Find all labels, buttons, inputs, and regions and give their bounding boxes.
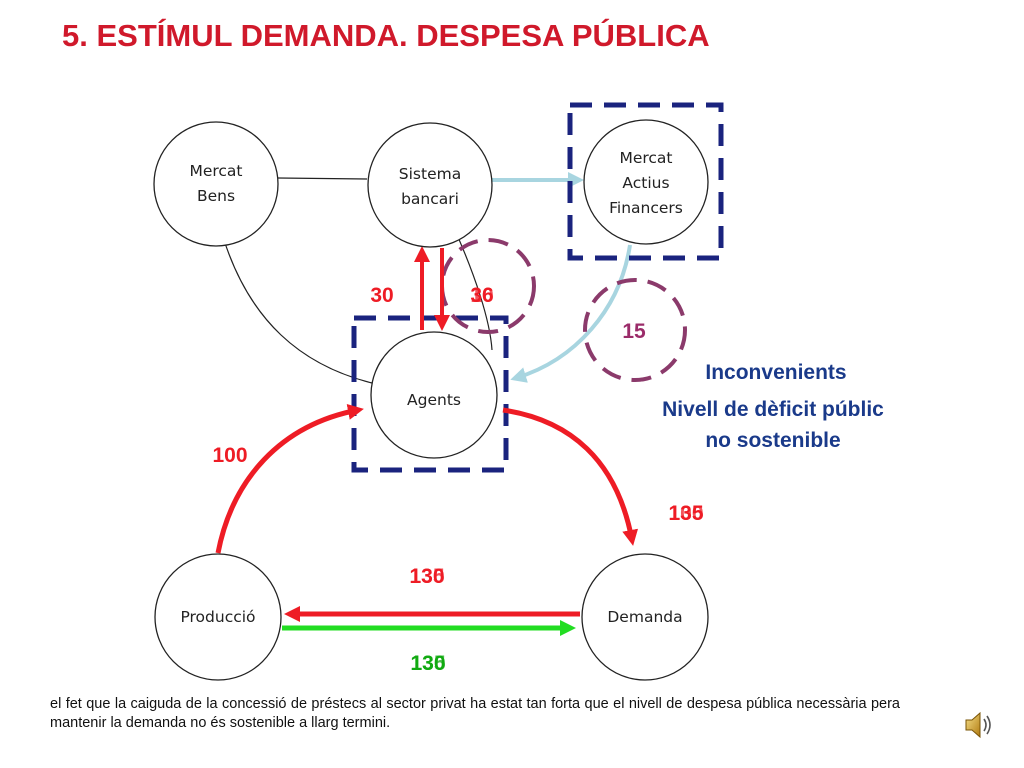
node-label: Demanda [607,608,682,626]
node-label: Agents [407,391,461,409]
flow-produccio-to-agents [215,404,364,554]
value-financial-assets: 15 [622,320,646,343]
value-credit-down: 36 [470,284,493,307]
dashed-highlight-credit-down [440,238,536,334]
node-label: bancari [401,190,459,208]
connector-bancari-agents [453,227,493,351]
node-label: Mercat [619,149,672,167]
speaker-icon[interactable] [962,708,996,742]
node-agents: Agents [370,331,498,459]
node-label: Sistema [399,165,461,183]
node-sistema-bancari: Sistema bancari [367,122,493,248]
dashed-highlight-actius [567,102,724,261]
value-demanda-produccio-overlay: 135 [409,565,444,588]
value-produccio-demanda: 130 [410,652,445,675]
value-demanda-produccio: 130 [409,565,444,588]
connector-bens-agents [223,239,373,384]
page-title: 5. ESTÍMUL DEMANDA. DESPESA PÚBLICA [62,18,710,53]
value-credit-up: 30 [370,284,393,307]
node-label: Mercat [189,162,242,180]
value-credit-down-overlay: 10 [470,284,493,307]
flow-actius-to-agents [510,244,632,383]
node-produccio: Producció [154,553,282,681]
flow-agents-to-demanda [502,407,639,546]
value-produccio-demanda-overlay: 135 [410,652,445,675]
inconvenients-line-1: Nivell de dèficit públic [662,398,884,421]
node-label: Producció [180,608,255,626]
node-mercat-bens: Mercat Bens [153,121,279,247]
value-produccio-agents: 100 [212,444,247,467]
node-label: Financers [609,199,683,217]
value-agents-demanda: 135 [668,502,703,525]
node-label: Bens [197,187,235,205]
inconvenients-line-2: no sostenible [705,429,840,452]
node-mercat-actius: Mercat Actius Financers [583,119,709,245]
footnote-text: el fet que la caiguda de la concessió de… [50,696,900,731]
inconvenients-heading: Inconvenients [705,361,846,384]
node-label: Actius [622,174,669,192]
connector-bens-bancari [277,177,368,180]
dashed-highlight-agents [351,315,509,473]
node-demanda: Demanda [581,553,709,681]
value-agents-demanda-overlay: 100 [668,502,703,525]
dashed-highlight-financial [583,278,687,382]
